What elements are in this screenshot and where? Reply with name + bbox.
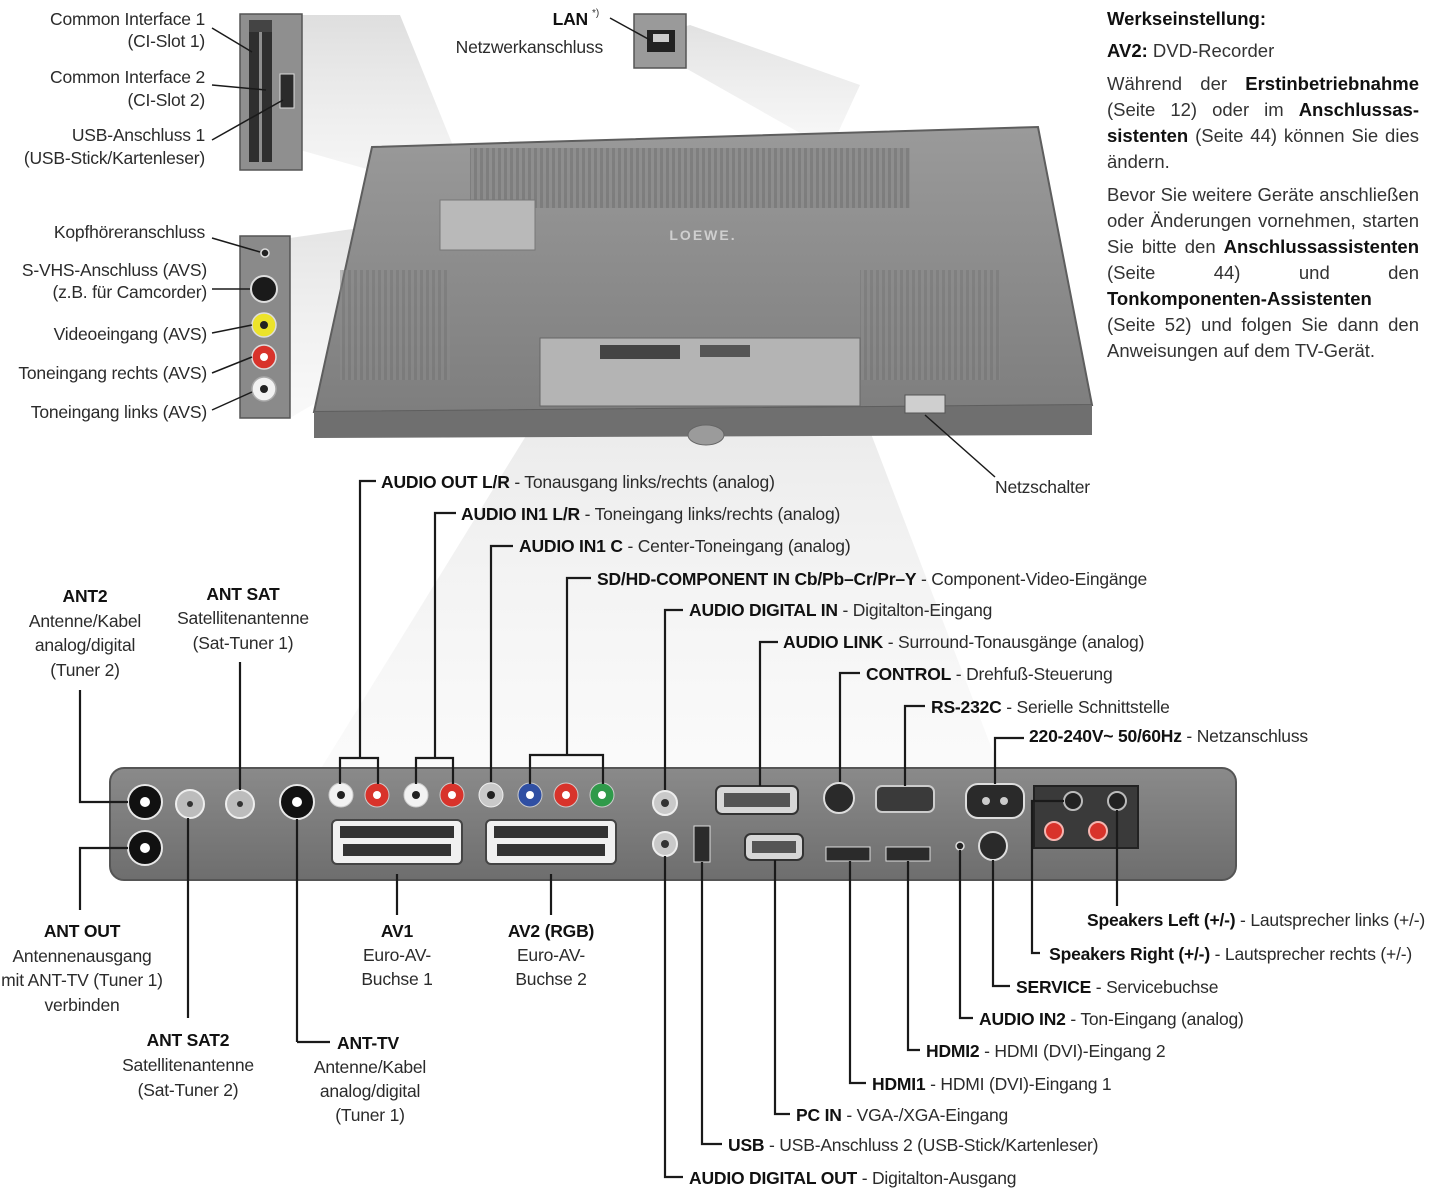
lan-desc: Netzwerkanschluss [456,37,604,57]
label-hdmi1: HDMI1 - HDMI (DVI)-Eingang 1 [872,1074,1111,1094]
label-control: CONTROL - Drehfuß-Steuerung [866,664,1112,684]
av2-line-1: Euro-AV- [517,945,585,965]
antout-line-2: mit ANT-TV (Tuner 1) [1,970,163,990]
label-rs232c: RS-232C - Serielle Schnittstelle [931,697,1170,717]
rs232c-socket[interactable] [875,785,935,813]
av2-title: AV2 (RGB) [508,921,594,941]
lan-footnote: *) [592,8,599,19]
audio-right-label: Toneingang rechts (AVS) [18,363,207,383]
anttv-line-1: Antenne/Kabel [314,1057,426,1077]
label-speakers-left: Speakers Left (+/-) - Lautsprecher links… [1087,910,1425,930]
usb2-port[interactable] [693,825,711,863]
label-mains: 220-240V~ 50/60Hz - Netzanschluss [1029,726,1308,746]
service-socket[interactable] [978,831,1008,861]
av1-title: AV1 [381,921,414,941]
label-hdmi2: HDMI2 - HDMI (DVI)-Eingang 2 [926,1041,1165,1061]
audio-in2-jack[interactable] [955,841,965,851]
av1-line-1: Euro-AV- [363,945,431,965]
video-in-label: Videoeingang (AVS) [54,324,207,344]
hdmi1-socket[interactable] [825,846,871,862]
ci2-sublabel: (CI-Slot 2) [127,90,205,110]
svhs-label: S-VHS-Anschluss (AVS) [22,260,207,280]
label-service: SERVICE - Servicebuchse [1016,977,1218,997]
tv-back-illustration: LOEWE. [312,125,1094,446]
avs-side-panel [239,235,291,419]
antout-line-1: Antennenausgang [12,946,151,966]
label-component-in: SD/HD-COMPONENT IN Cb/Pb–Cr/Pr–Y - Compo… [597,569,1147,589]
ant2-line-2: analog/digital [35,635,135,655]
label-pc-in: PC IN - VGA-/XGA-Eingang [796,1105,1008,1125]
label-audio-in2: AUDIO IN2 - Ton-Eingang (analog) [979,1009,1244,1029]
usb1-label: USB-Anschluss 1 [72,125,205,145]
label-audio-digital-in: AUDIO DIGITAL IN - Digitalton-Eingang [689,600,992,620]
label-audio-in1-lr: AUDIO IN1 L/R - Toneingang links/rechts … [461,504,840,524]
label-speakers-right: Speakers Right (+/-) - Lautsprecher rech… [1049,944,1412,964]
avs-labels: Kopfhöreranschluss S-VHS-Anschluss (AVS)… [18,222,207,422]
anttv-title: ANT-TV [337,1033,400,1053]
lan-label: LAN *) Netzwerkanschluss [456,8,604,57]
av1-line-2: Buchse 1 [361,969,432,989]
antsat-line-1: Satellitenantenne [177,608,309,628]
ci1-label: Common Interface 1 [50,9,205,29]
ant2-line-3: (Tuner 2) [50,660,120,680]
power-switch-label: Netzschalter [995,477,1090,497]
label-usb2: USB - USB-Anschluss 2 (USB-Stick/Kartenl… [728,1135,1098,1155]
usb1-sublabel: (USB-Stick/Kartenleser) [24,148,205,168]
settings-av2: AV2: DVD-Recorder [1107,40,1275,61]
ant2-title: ANT2 [63,586,108,606]
headphone-label: Kopfhöreranschluss [54,222,206,242]
ci-labels: Common Interface 1 (CI-Slot 1) Common In… [24,9,205,168]
control-socket[interactable] [823,782,855,814]
label-audio-in1-c: AUDIO IN1 C - Center-Toneingang (analog) [519,536,850,556]
rear-connector-panel [109,767,1237,881]
top-connector-labels: AUDIO OUT L/R - Tonausgang links/rechts … [381,472,1309,746]
antout-line-3: verbinden [44,995,119,1015]
label-audio-out-lr: AUDIO OUT L/R - Tonausgang links/rechts … [381,472,775,492]
av2-line-2: Buchse 2 [515,969,586,989]
antsat-line-2: (Sat-Tuner 1) [193,633,294,653]
ant2-line-1: Antenne/Kabel [29,611,141,631]
antsat-title: ANT SAT [206,584,280,604]
settings-heading: Werkseinstellung: [1107,8,1267,29]
anttv-line-2: analog/digital [320,1081,420,1101]
audio-left-label: Toneingang links (AVS) [31,402,207,422]
antsat2-line-2: (Sat-Tuner 2) [138,1080,239,1100]
tv-brand-logo: LOEWE. [669,227,736,243]
antout-title: ANT OUT [44,921,121,941]
lan-port-panel [633,13,687,69]
bottom-connector-labels: Speakers Left (+/-) - Lautsprecher links… [689,910,1425,1188]
leader-lines [78,17,1119,1179]
svhs-sublabel: (z.B. für Camcorder) [53,282,208,302]
hdmi2-socket[interactable] [885,846,931,862]
antsat2-title: ANT SAT2 [147,1030,230,1050]
anttv-line-3: (Tuner 1) [335,1105,405,1125]
ci2-label: Common Interface 2 [50,67,205,87]
lan-title: LAN [553,9,588,29]
mains-socket[interactable] [965,783,1025,819]
label-audio-digital-out: AUDIO DIGITAL OUT - Digitalton-Ausgang [689,1168,1016,1188]
factory-settings-note: Werkseinstellung: AV2: DVD-Recorder Währ… [1107,6,1419,371]
label-audio-link: AUDIO LINK - Surround-Tonausgänge (analo… [783,632,1144,652]
antenna-labels: ANT2 Antenne/Kabel analog/digital (Tuner… [1,584,594,1125]
settings-paragraph-2: Bevor Sie weitere Geräte anschlie­ßen od… [1107,184,1419,361]
ci-slot-panel [239,13,303,171]
settings-paragraph-1: Während der Erstinbetriebnahme (Seite 12… [1107,73,1419,172]
ci1-sublabel: (CI-Slot 1) [127,31,205,51]
antsat2-line-1: Satellitenantenne [122,1055,254,1075]
